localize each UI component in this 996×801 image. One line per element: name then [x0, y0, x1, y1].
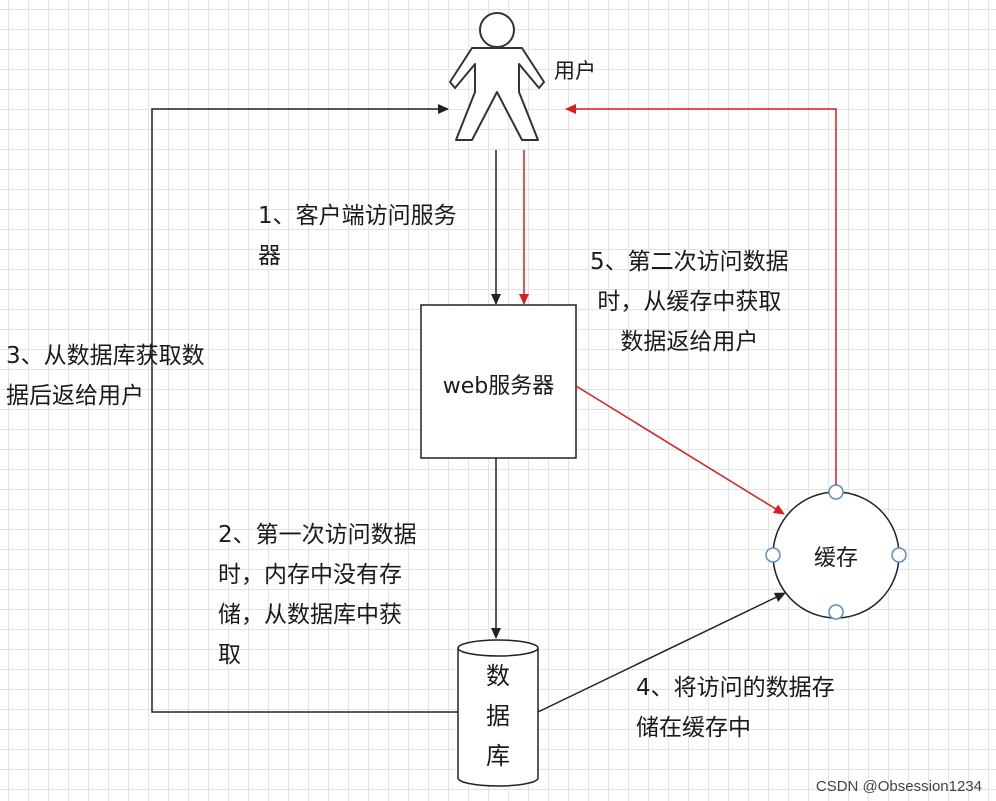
arrow-database-to-user: [151, 104, 458, 713]
arrow-database-to-cache: [537, 592, 786, 713]
cache-node: [765, 484, 907, 620]
arrow-server-to-cache-red: [575, 385, 785, 515]
cache-label: 缓存: [813, 546, 858, 571]
user-icon: [449, 12, 545, 141]
connector-handle-top: [828, 484, 844, 500]
step2-label: 2、第一次访问数据 时，内存中没有存 储，从数据库中获 取: [218, 522, 417, 668]
connector-handle-right: [891, 547, 907, 563]
step4-label: 4、将访问的数据存 储在缓存中: [636, 675, 835, 741]
web-server-label: web服务器: [442, 374, 555, 399]
arrow-cache-to-user-red: [565, 104, 837, 485]
database-label: 数 据 库: [486, 662, 510, 770]
step1-label: 1、客户端访问服务 器: [258, 203, 457, 269]
step5-label: 5、第二次访问数据 时，从缓存中获取 数据返给用户: [590, 249, 789, 355]
watermark-text: CSDN @Obsession1234: [815, 778, 982, 795]
step3-label: 3、从数据库获取数 据后返给用户: [6, 343, 205, 409]
connector-handle-bottom: [828, 604, 844, 620]
user-label: 用户: [554, 59, 596, 83]
web-server-node: [420, 304, 577, 459]
database-node: [457, 639, 539, 787]
connector-handle-left: [765, 547, 781, 563]
